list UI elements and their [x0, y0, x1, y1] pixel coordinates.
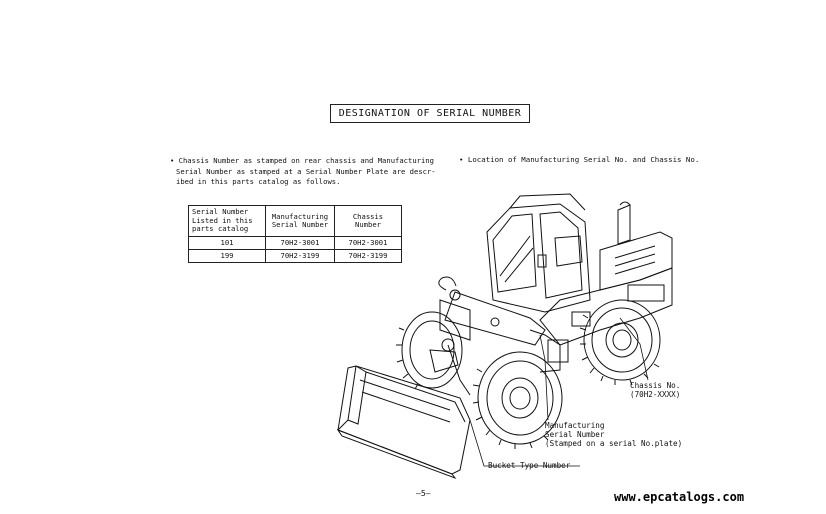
table-row: 199 70H2-3199 70H2-3199 — [188, 249, 402, 263]
chassis-note-line-3: ibed in this parts catalog as follows. — [176, 177, 341, 186]
chassis-note-line-1: • Chassis Number as stamped on rear chas… — [170, 156, 434, 165]
bucket-drawing — [336, 365, 471, 480]
lift-arm-drawing — [429, 276, 546, 396]
chassis-note-line-2: Serial Number as stamped at a Serial Num… — [176, 166, 436, 176]
site-watermark: www.epcatalogs.com — [614, 490, 745, 504]
chassis-number-callout: Chassis No.(70H2-XXXX) — [630, 381, 681, 399]
page-title: DESIGNATION OF SERIAL NUMBER — [330, 104, 530, 123]
header-chassis-number: Chassis Number — [334, 205, 402, 237]
front-wheel-drawing — [396, 311, 563, 449]
loader-body-drawing — [529, 201, 673, 373]
bucket-type-callout: Bucket Type Number — [488, 461, 571, 470]
operator-cab-drawing — [486, 193, 591, 313]
chassis-note: • Chassis Number as stamped on rear chas… — [170, 156, 445, 188]
rear-wheel-drawing — [579, 299, 661, 386]
callout-leaders — [469, 317, 649, 467]
table-cell: 70H2-3199 — [334, 249, 402, 263]
page-number: —5— — [416, 489, 431, 498]
location-note: • Location of Manufacturing Serial No. a… — [459, 155, 700, 164]
